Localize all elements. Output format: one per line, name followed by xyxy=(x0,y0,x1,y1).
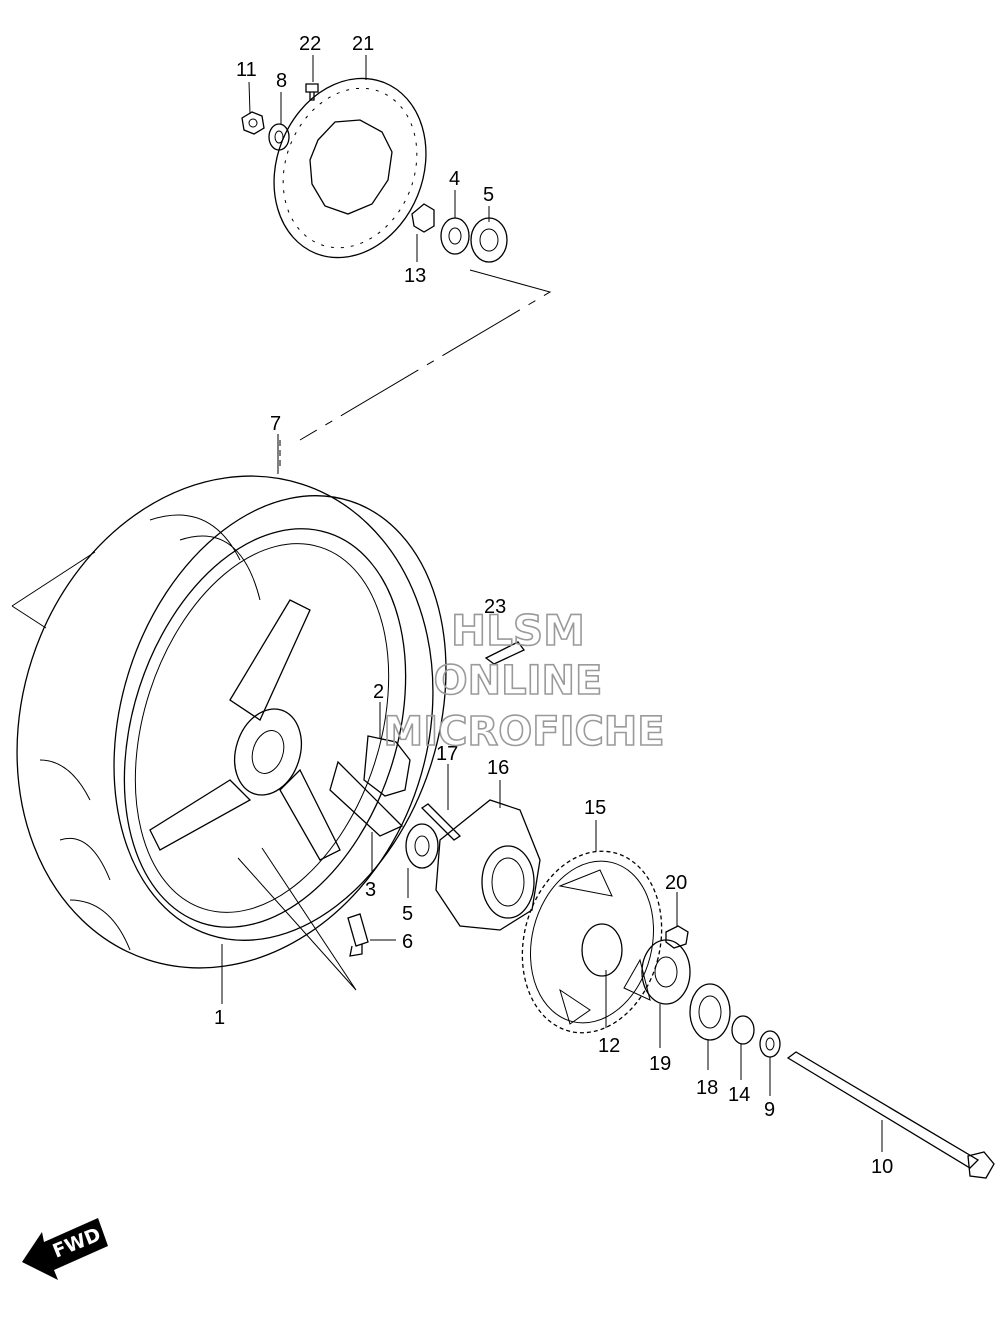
callout-16[interactable]: 16 xyxy=(487,757,509,779)
callout-15[interactable]: 15 xyxy=(584,797,606,819)
bearing-5-lower[interactable] xyxy=(405,823,439,869)
sprocket-carrier[interactable] xyxy=(435,799,541,931)
watermark: HLSM ONLINE MICROFICHE xyxy=(383,605,666,756)
callout-4[interactable]: 4 xyxy=(449,168,460,190)
callout-13[interactable]: 13 xyxy=(404,265,426,287)
callout-21[interactable]: 21 xyxy=(352,33,374,55)
callout-7[interactable]: 7 xyxy=(270,413,281,435)
callout-17[interactable]: 17 xyxy=(436,743,458,765)
callout-6[interactable]: 6 xyxy=(402,931,413,953)
callout-3[interactable]: 3 xyxy=(365,879,376,901)
bearing-19[interactable] xyxy=(641,939,691,1005)
watermark-line3: MICROFICHE xyxy=(383,709,664,755)
fwd-arrow-icon: FWD xyxy=(22,1218,108,1280)
hub-damper[interactable] xyxy=(363,735,411,797)
callout-14[interactable]: 14 xyxy=(728,1084,750,1106)
callout-2[interactable]: 2 xyxy=(373,681,384,703)
valve[interactable] xyxy=(347,913,369,957)
wheel-rim[interactable] xyxy=(76,492,454,964)
callout-23[interactable]: 23 xyxy=(484,596,506,618)
disc-bolt[interactable] xyxy=(305,83,319,101)
watermark-line1: HLSM xyxy=(451,606,585,655)
callout-11[interactable]: 11 xyxy=(236,59,257,81)
oil-seal-18[interactable] xyxy=(689,983,731,1041)
washer-9[interactable] xyxy=(759,1030,781,1058)
bolt-17[interactable] xyxy=(420,803,462,841)
axle[interactable] xyxy=(786,1051,995,1179)
callout-20[interactable]: 20 xyxy=(665,872,687,894)
bearing-4[interactable] xyxy=(440,217,470,255)
callout-22[interactable]: 22 xyxy=(299,33,321,55)
tire[interactable] xyxy=(0,422,501,1023)
spacer-14[interactable] xyxy=(731,1015,755,1045)
sprocket[interactable] xyxy=(504,836,680,1047)
clip-23[interactable] xyxy=(484,641,526,665)
callout-9[interactable]: 9 xyxy=(764,1099,775,1121)
callout-8[interactable]: 8 xyxy=(276,70,287,92)
callout-10[interactable]: 10 xyxy=(871,1156,893,1178)
leader-lines xyxy=(221,55,883,1152)
callouts: 1 2 3 4 5 5 6 7 8 9 10 11 12 13 14 15 16… xyxy=(214,33,893,1178)
watermark-line2: ONLINE xyxy=(434,658,603,704)
disc-washer[interactable] xyxy=(268,123,290,151)
bearing-5-upper[interactable] xyxy=(470,217,508,263)
nut-20[interactable] xyxy=(665,925,689,949)
callout-18[interactable]: 18 xyxy=(696,1077,718,1099)
callout-19[interactable]: 19 xyxy=(649,1053,671,1075)
callout-5-lower[interactable]: 5 xyxy=(402,903,413,925)
disc-nut[interactable] xyxy=(241,111,265,135)
callout-5-upper[interactable]: 5 xyxy=(483,184,494,206)
callout-12[interactable]: 12 xyxy=(598,1035,620,1057)
spacer-3[interactable] xyxy=(329,760,404,837)
callout-1[interactable]: 1 xyxy=(214,1007,225,1029)
spacer-13[interactable] xyxy=(411,203,435,233)
